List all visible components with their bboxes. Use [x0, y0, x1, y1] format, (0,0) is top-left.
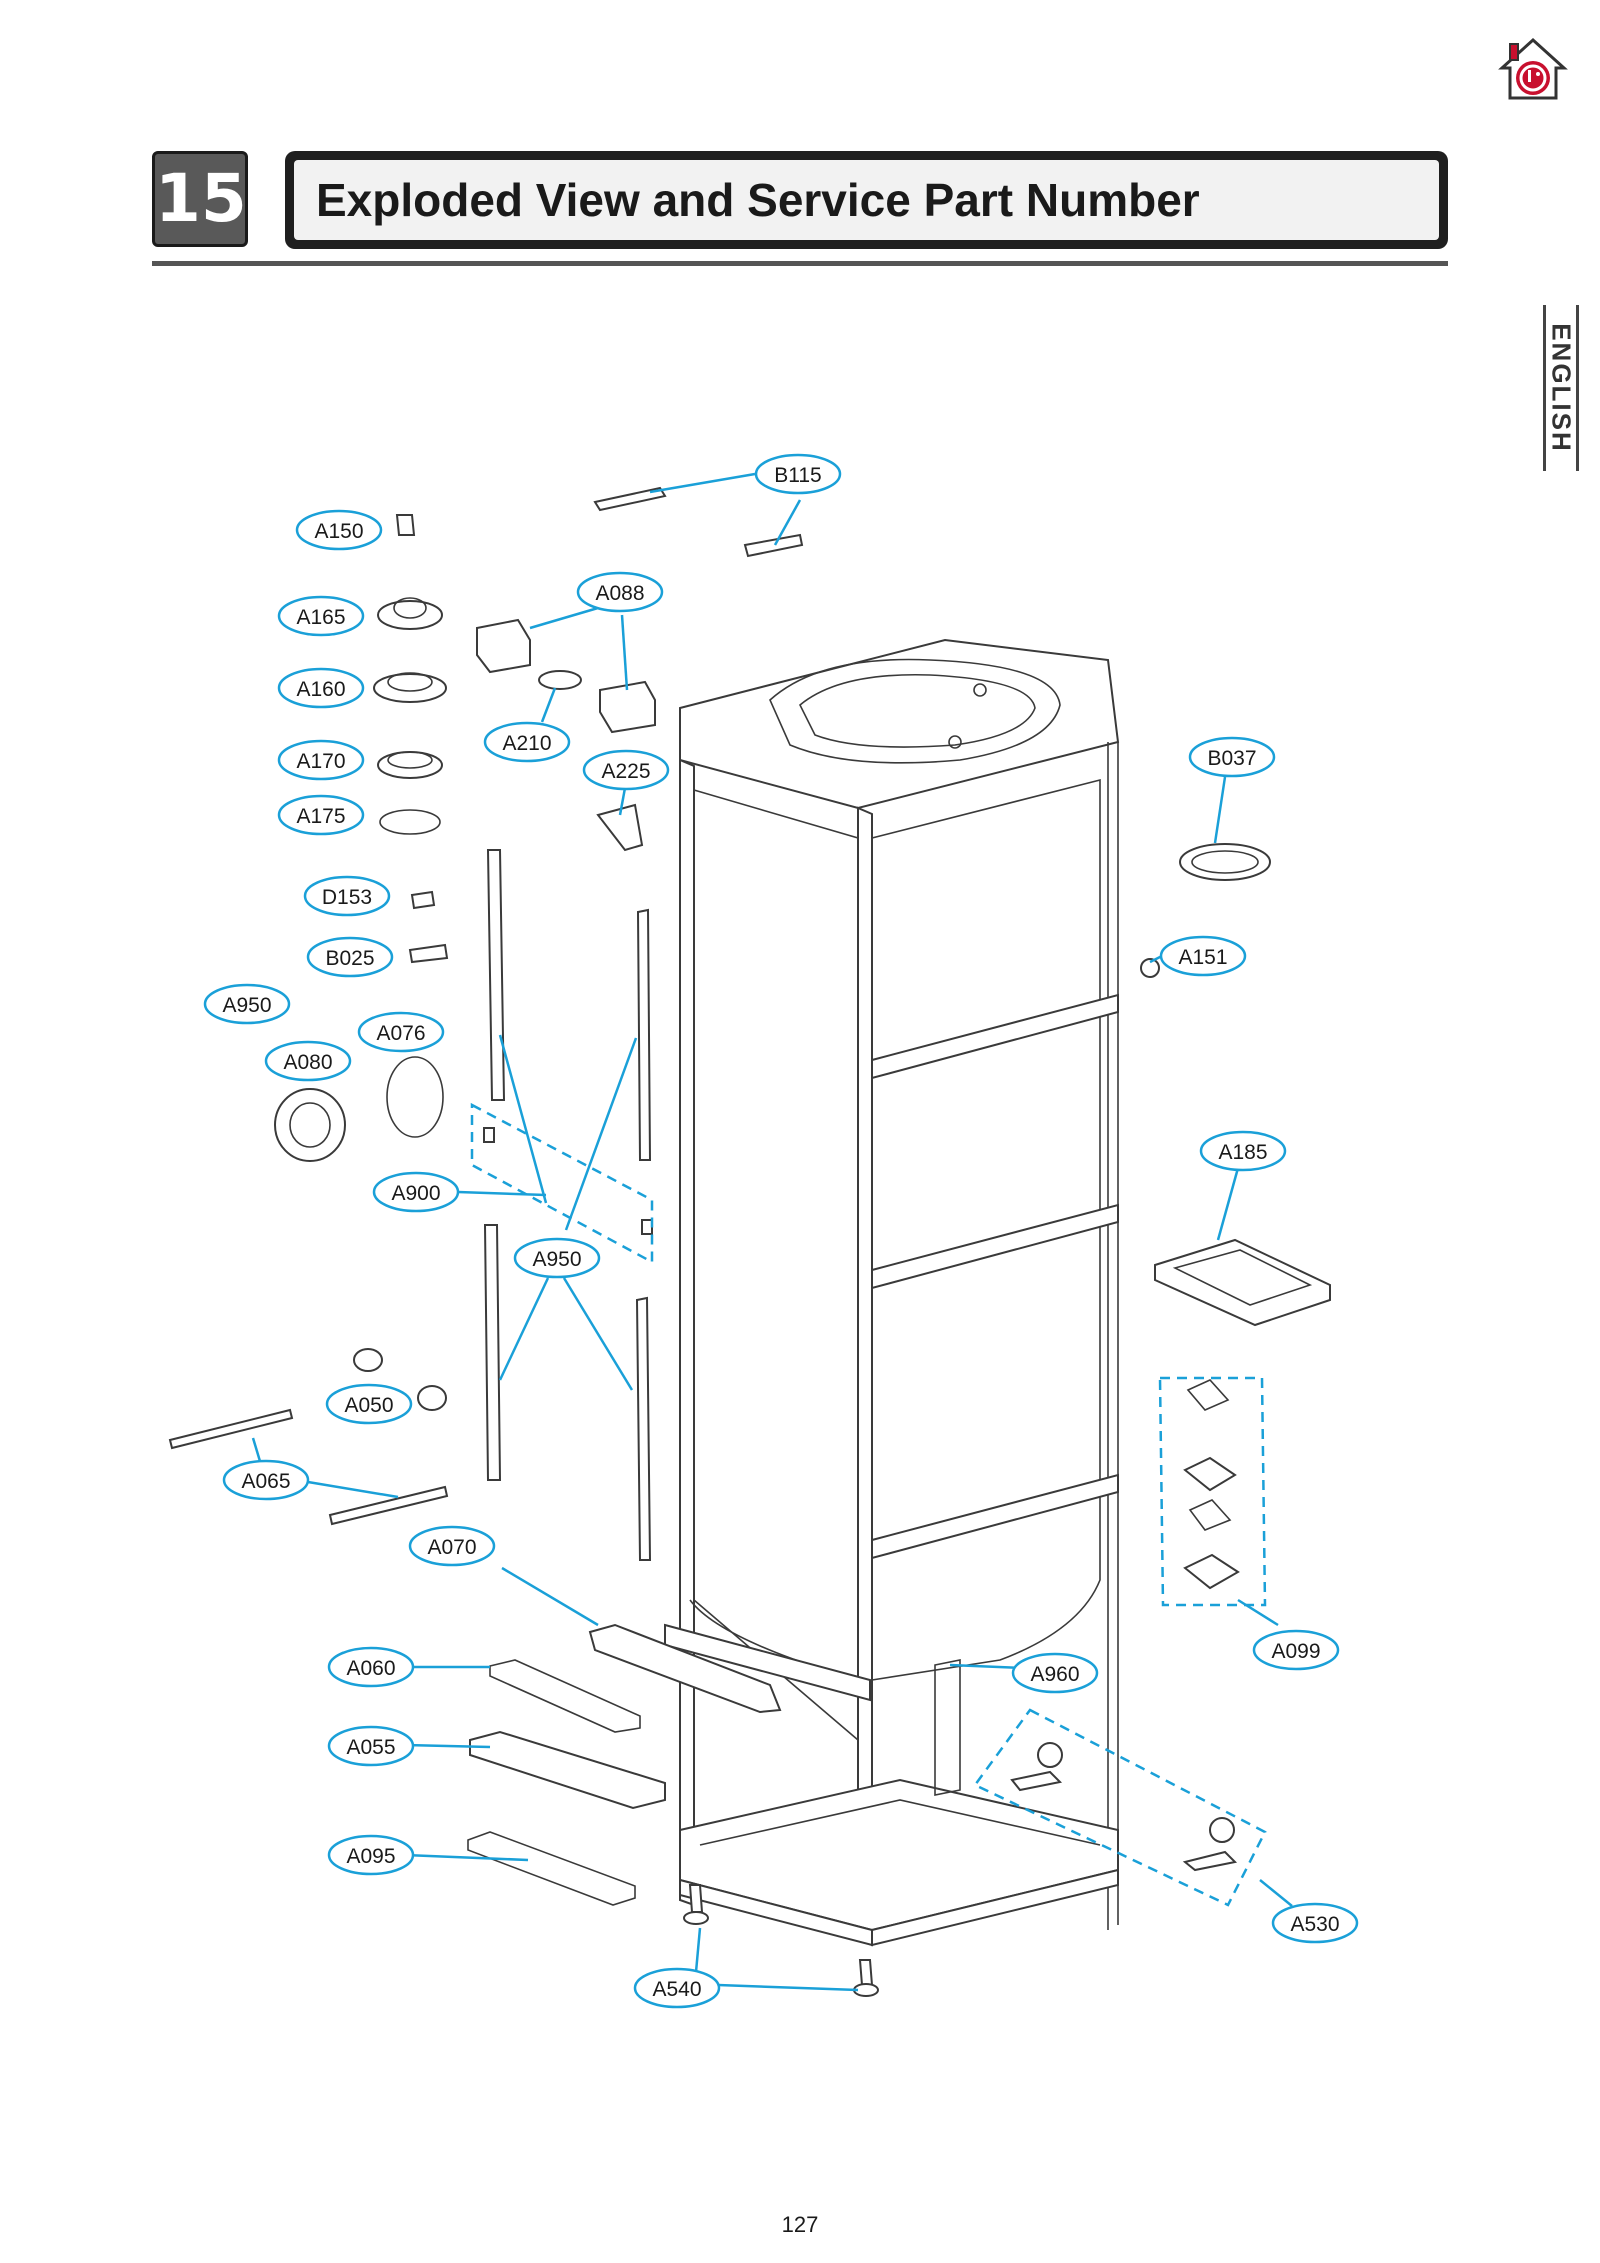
callout-a150[interactable]: A150: [295, 509, 383, 551]
svg-text:A185: A185: [1218, 1141, 1267, 1164]
callout-a088[interactable]: A088: [576, 571, 664, 613]
svg-text:D153: D153: [322, 886, 372, 909]
callout-a065[interactable]: A065: [222, 1459, 310, 1501]
callout-a095[interactable]: A095: [327, 1834, 415, 1876]
svg-text:B115: B115: [774, 464, 822, 487]
callout-a070[interactable]: A070: [408, 1525, 496, 1567]
svg-text:A151: A151: [1178, 946, 1227, 969]
svg-text:A160: A160: [296, 678, 345, 701]
svg-text:A080: A080: [283, 1051, 332, 1074]
callout-a225[interactable]: A225: [582, 749, 670, 791]
svg-text:A540: A540: [652, 1978, 701, 2001]
language-tab[interactable]: ENGLISH: [1543, 305, 1579, 471]
svg-text:A050: A050: [344, 1394, 393, 1417]
callout-a076[interactable]: A076: [357, 1011, 445, 1053]
svg-text:A900: A900: [391, 1182, 440, 1205]
callout-a160[interactable]: A160: [277, 667, 365, 709]
chapter-number: 15: [152, 151, 248, 247]
callout-b115[interactable]: B115: [754, 453, 842, 495]
svg-text:A530: A530: [1290, 1913, 1339, 1936]
svg-text:A065: A065: [241, 1470, 290, 1493]
callout-a530[interactable]: A530: [1271, 1902, 1359, 1944]
section-title-frame: Exploded View and Service Part Number: [285, 151, 1448, 249]
svg-text:A095: A095: [346, 1845, 395, 1868]
callout-a900[interactable]: A900: [372, 1171, 460, 1213]
section-title: Exploded View and Service Part Number: [294, 160, 1439, 240]
callout-a210[interactable]: A210: [483, 721, 571, 763]
callout-b025[interactable]: B025: [306, 936, 394, 978]
callout-a950-mid[interactable]: A950: [513, 1237, 601, 1279]
svg-text:A960: A960: [1030, 1663, 1079, 1686]
callout-a151[interactable]: A151: [1159, 935, 1247, 977]
svg-text:A170: A170: [296, 750, 345, 773]
svg-text:A055: A055: [346, 1736, 395, 1759]
callout-a170[interactable]: A170: [277, 739, 365, 781]
svg-text:A175: A175: [296, 805, 345, 828]
title-underline: [152, 261, 1448, 266]
svg-text:A099: A099: [1271, 1640, 1320, 1663]
callout-a099[interactable]: A099: [1252, 1629, 1340, 1671]
callout-a175[interactable]: A175: [277, 794, 365, 836]
callout-a950-top[interactable]: A950: [203, 983, 291, 1025]
lg-logo-icon: [1496, 34, 1570, 104]
callout-a060[interactable]: A060: [327, 1646, 415, 1688]
svg-text:A165: A165: [296, 606, 345, 629]
callout-a185[interactable]: A185: [1199, 1130, 1287, 1172]
svg-text:B037: B037: [1207, 747, 1256, 770]
callout-b037[interactable]: B037: [1188, 736, 1276, 778]
svg-text:A210: A210: [502, 732, 551, 755]
callout-a540[interactable]: A540: [633, 1967, 721, 2009]
cabinet-frame: [664, 638, 1120, 1947]
callout-a080[interactable]: A080: [264, 1040, 352, 1082]
svg-text:B025: B025: [325, 947, 374, 970]
svg-text:A088: A088: [595, 582, 644, 605]
callout-a050[interactable]: A050: [325, 1383, 413, 1425]
callout-a960[interactable]: A960: [1011, 1652, 1099, 1694]
callout-a165[interactable]: A165: [277, 595, 365, 637]
page-number: 127: [781, 2212, 819, 2237]
svg-text:A225: A225: [601, 760, 650, 783]
svg-text:A070: A070: [427, 1536, 476, 1559]
callout-a055[interactable]: A055: [327, 1725, 415, 1767]
svg-text:A076: A076: [376, 1022, 425, 1045]
callout-bubbles: B115 A150 A088 A165 A160 A210 A225 A170 …: [203, 453, 1359, 2009]
parts: [168, 486, 1331, 1997]
svg-text:A950: A950: [532, 1248, 581, 1271]
svg-text:A950: A950: [222, 994, 271, 1017]
leader-lines: [251, 472, 1293, 1992]
svg-text:A060: A060: [346, 1657, 395, 1680]
svg-text:A150: A150: [314, 520, 363, 543]
callout-d153[interactable]: D153: [303, 875, 391, 917]
